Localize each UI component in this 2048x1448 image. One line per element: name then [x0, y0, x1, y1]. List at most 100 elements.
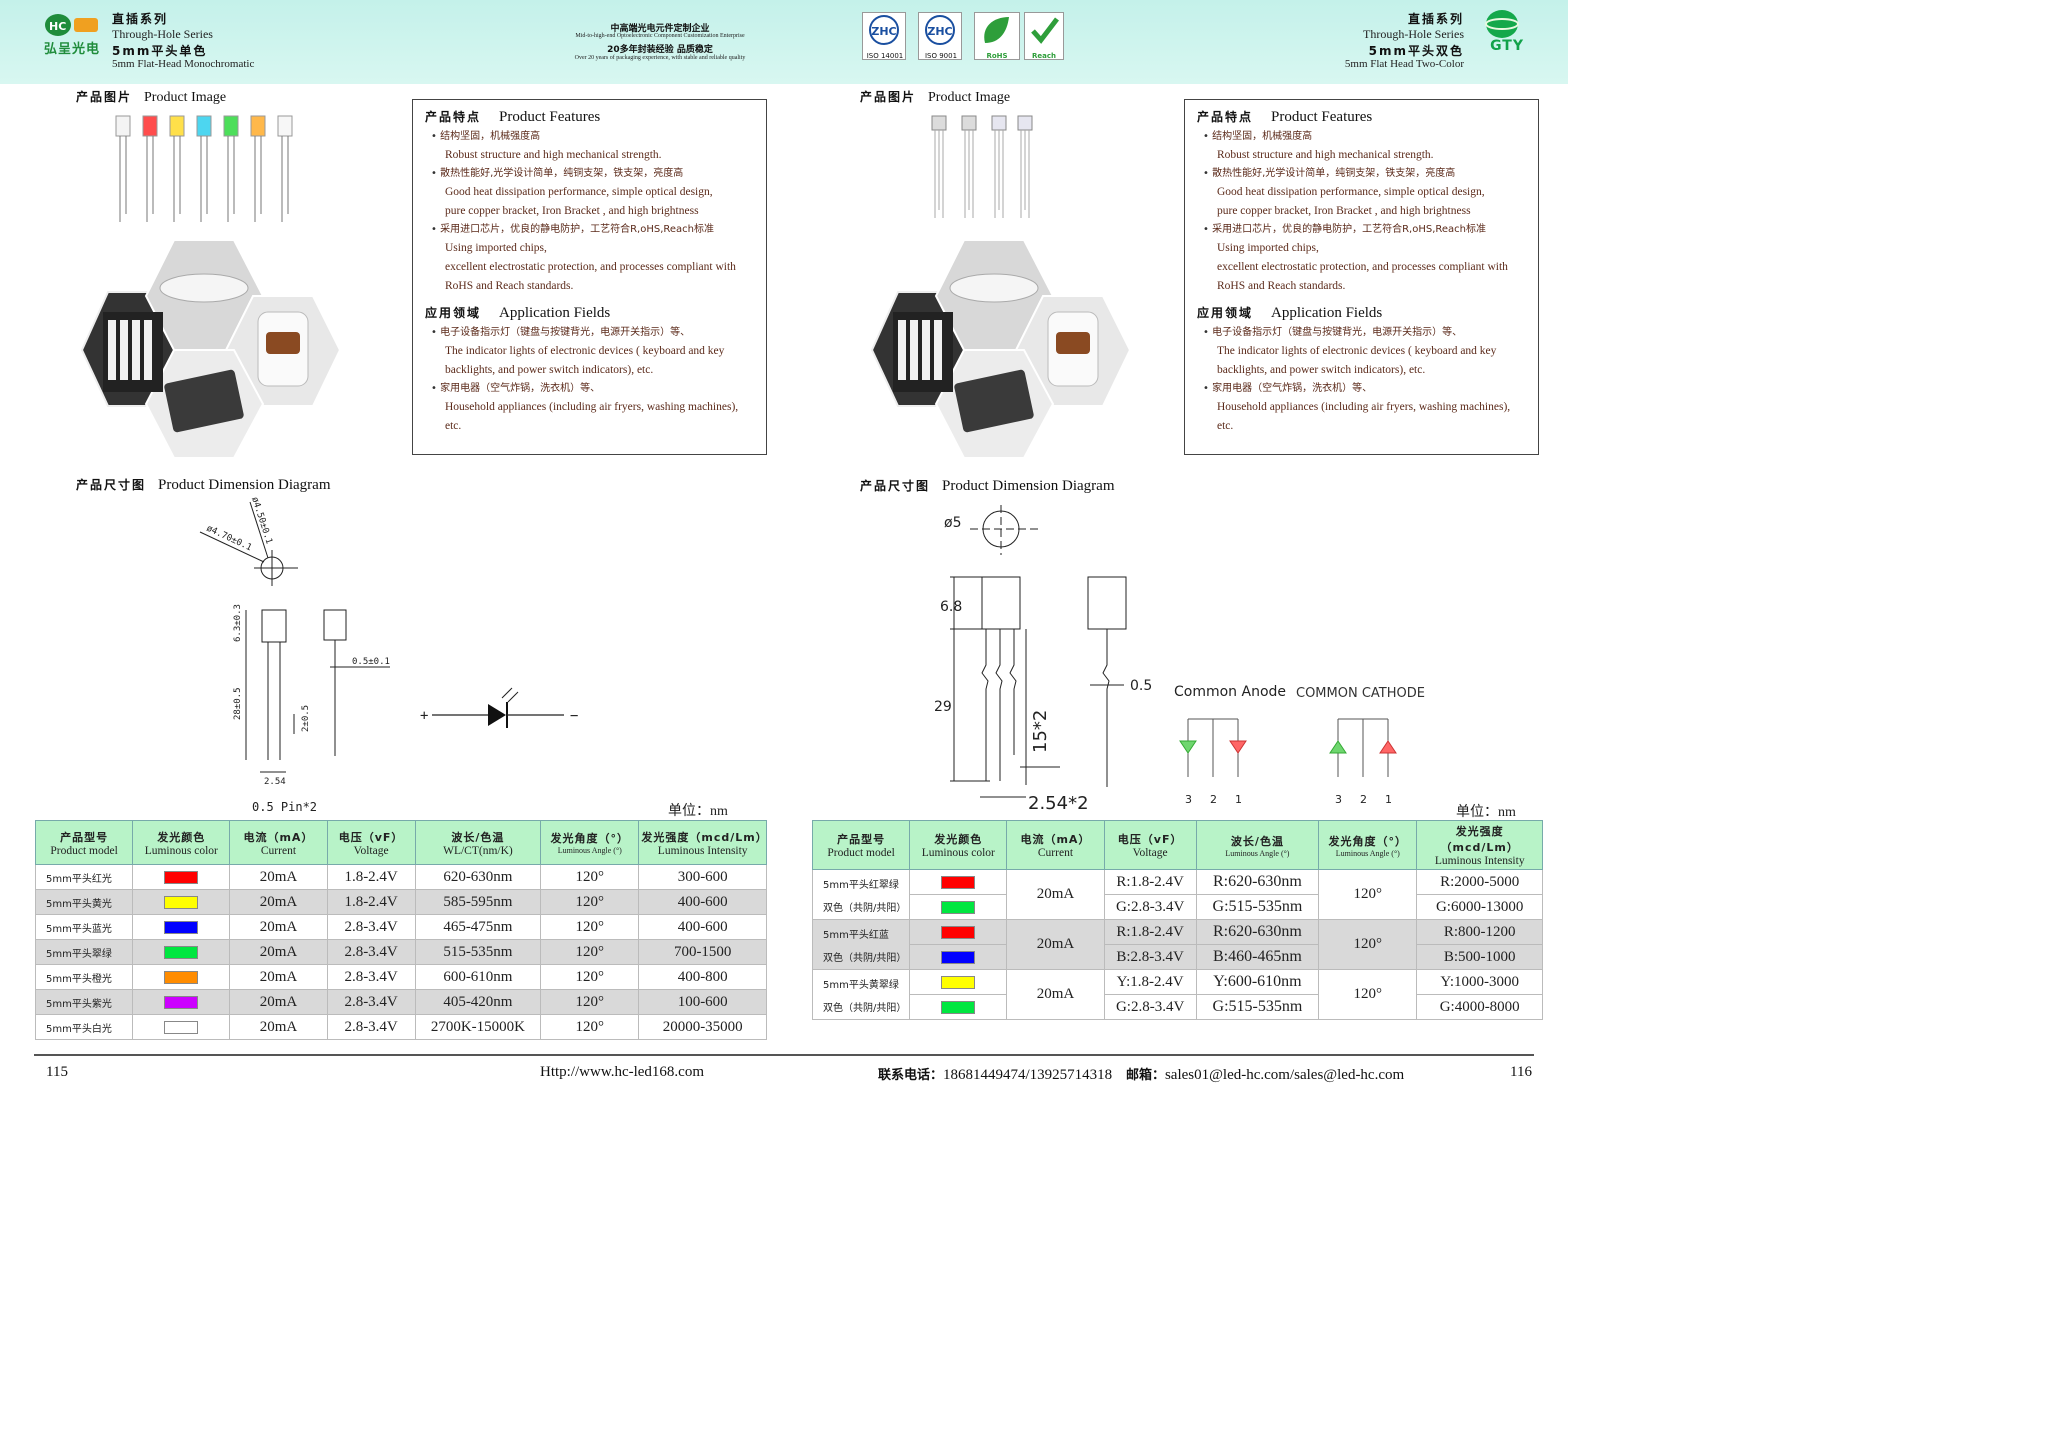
model-line-2: 双色（共阴/共阳）	[823, 952, 907, 964]
dim-pin-width: 0.5±0.1	[352, 657, 390, 667]
left-feature-2-cn: 散热性能好,光学设计简单，纯铜支架，铁支架，亮度高	[425, 165, 754, 183]
intensity-cell: 100-600	[638, 989, 767, 1015]
left-header-cn-1: 发光颜色	[157, 830, 206, 844]
right-header-cn-3: 电压（vF）	[1117, 833, 1183, 846]
right-application-hexagon-collage	[870, 240, 1130, 458]
right-feature-2-en-2: pure copper bracket, Iron Bracket , and …	[1217, 205, 1471, 217]
right-feature-1-cn: 结构坚固，机械强度高	[1197, 128, 1526, 146]
right-header-cn-5: 发光角度（°）	[1328, 834, 1408, 848]
left-application-2-cn: 家用电器（空气炸锅，洗衣机）等、	[425, 380, 754, 398]
right-header-en-4: Luminous Angle (°)	[1225, 848, 1290, 858]
iso9001-label: ISO 9001	[924, 52, 958, 60]
left-dimension-title-cn: 产品尺寸图	[76, 478, 147, 492]
color-swatch	[164, 970, 199, 984]
left-feature-1-en: Robust structure and high mechanical str…	[445, 149, 662, 161]
voltage-cell: G:2.8-3.4V	[1103, 894, 1197, 920]
right-header-cn-2: 电流（mA）	[1020, 833, 1091, 846]
rohs-badge: RoHS	[974, 12, 1020, 60]
contact-phones: 18681449474/13925714318	[943, 1067, 1113, 1083]
model-cell: 5mm平头翠绿	[34, 939, 134, 965]
left-applications-title-en: Application Fields	[499, 305, 611, 321]
left-feature-3-en-2: excellent electrostatic protection, and …	[445, 261, 736, 273]
application-hexagon-collage	[80, 240, 340, 458]
cathode-red-diode-icon	[1379, 740, 1397, 754]
contact-label: 联系电话：	[878, 1068, 944, 1083]
angle-cell: 120°	[1318, 869, 1418, 920]
right-image-title-cn: 产品图片	[860, 90, 917, 104]
header-banner	[0, 0, 1568, 84]
wavelength-cell: 585-595nm	[414, 889, 542, 915]
left-header-cn-0: 产品型号	[60, 830, 109, 844]
footer-url-link[interactable]: Http://www.hc-led168.com	[540, 1064, 704, 1080]
right-feature-2-en-1: Good heat dissipation performance, simpl…	[1217, 186, 1485, 198]
color-swatch	[941, 900, 976, 914]
left-feature-3-en-3: RoHS and Reach standards.	[445, 280, 574, 292]
right-feature-3-en-1: Using imported chips,	[1217, 242, 1319, 254]
right-application-2-en-2: etc.	[1217, 420, 1234, 432]
anode-pin-2: 2	[1210, 793, 1217, 806]
led-2	[169, 115, 185, 222]
right-header-en-1: Luminous color	[921, 847, 995, 859]
left-header-en-1: Luminous color	[144, 844, 218, 857]
wavelength-cell: 620-630nm	[414, 864, 542, 890]
voltage-cell: 2.8-3.4V	[326, 939, 416, 965]
left-dimension-title: 产品尺寸图 Product Dimension Diagram	[76, 476, 331, 494]
cathode-pin-2: 2	[1360, 793, 1367, 806]
cathode-pin-1: 1	[1385, 793, 1392, 806]
left-applications-title-cn: 应用领域	[425, 306, 482, 320]
angle-cell: 120°	[1318, 919, 1418, 970]
left-header-cn-5: 发光角度（°）	[550, 832, 630, 845]
current-cell: 20mA	[229, 864, 328, 890]
left-series-cn: 直插系列	[112, 12, 169, 26]
model-cell: 5mm平头橙光	[34, 964, 134, 990]
left-dimension-title-en: Product Dimension Diagram	[158, 477, 331, 493]
hc-led-logo: HC	[45, 14, 98, 36]
left-header-cn-3: 电压（vF）	[338, 830, 404, 844]
intensity-cell: B:500-1000	[1416, 944, 1543, 970]
intensity-cell: G:4000-8000	[1416, 994, 1543, 1020]
color-cell	[132, 889, 231, 915]
right-dim-short: 15*2	[1030, 710, 1051, 753]
color-swatch	[941, 975, 976, 989]
angle-cell: 120°	[540, 889, 640, 915]
right-feature-3-en-2: excellent electrostatic protection, and …	[1217, 261, 1508, 273]
voltage-cell: Y:1.8-2.4V	[1103, 969, 1197, 995]
model-cell: 5mm平头白光	[34, 1014, 134, 1040]
left-header-3: 电压（vF）Voltage	[326, 820, 416, 865]
right-header-cn-0: 产品型号	[837, 833, 886, 846]
right-feature-3-cn: 采用进口芯片，优良的静电防护，工艺符合R,oHS,Reach标准	[1197, 221, 1526, 239]
right-header-cn-6: 发光强度（mcd/Lm）	[1440, 825, 1519, 854]
angle-cell: 120°	[540, 914, 640, 940]
current-cell: 20mA	[1006, 919, 1105, 970]
intensity-cell: 300-600	[638, 864, 767, 890]
right-dimension-title-en: Product Dimension Diagram	[942, 478, 1115, 494]
left-led-photo	[115, 115, 293, 222]
left-features-title-cn: 产品特点	[425, 110, 482, 124]
right-application-1-cn: 电子设备指示灯（键盘与按键背光，电源开关指示）等、	[1197, 324, 1526, 342]
anode-green-diode-icon	[1179, 740, 1197, 754]
right-applications-title-en: Application Fields	[1271, 305, 1383, 321]
current-cell: 20mA	[229, 964, 328, 990]
left-header-en-0: Product model	[50, 844, 118, 857]
color-cell	[909, 869, 1008, 895]
right-feature-1-en: Robust structure and high mechanical str…	[1217, 149, 1434, 161]
right-header-2: 电流（mA）Current	[1006, 820, 1105, 870]
color-swatch	[941, 950, 976, 964]
svg-text:HC: HC	[49, 20, 66, 33]
color-swatch	[164, 920, 199, 934]
slogan-cn-1: 中高端光电元件定制企业	[610, 24, 710, 34]
voltage-cell: 2.8-3.4V	[326, 914, 416, 940]
left-feature-2-en-2: pure copper bracket, Iron Bracket , and …	[445, 205, 699, 217]
svg-text:ZHC: ZHC	[927, 25, 952, 38]
contact-emails[interactable]: sales01@led-hc.com/sales@led-hc.com	[1164, 1067, 1405, 1083]
right-header-en-2: Current	[1037, 847, 1074, 859]
